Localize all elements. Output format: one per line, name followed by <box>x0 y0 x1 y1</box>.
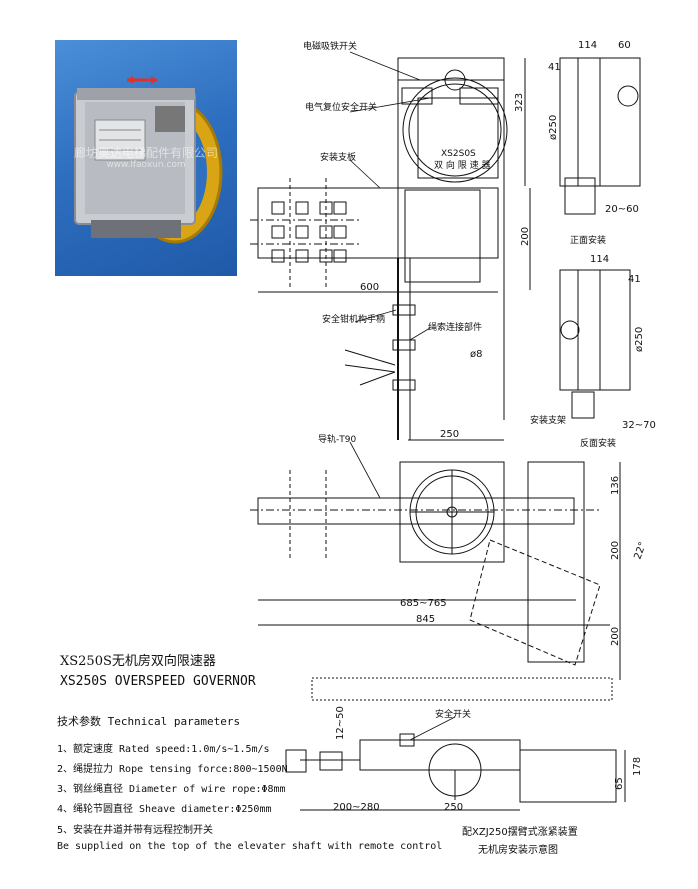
reverse-install-view <box>559 269 631 391</box>
dim-200-mid: 200 <box>520 227 531 246</box>
watermark-text: 廊坊奥达电梯配件有限公司 <box>73 146 218 160</box>
dim-22-deg: 22° <box>632 541 648 561</box>
title-english: XS250S OVERSPEED GOVERNOR <box>60 674 256 689</box>
mount-plate-bolts <box>271 201 347 263</box>
caption-install-diagram: 无机房安装示意图 <box>478 845 558 856</box>
label-front-install: 正面安装 <box>570 234 606 246</box>
dim-845: 845 <box>416 614 435 625</box>
label-electromagnet-switch: 电磁吸铁开关 <box>303 40 357 52</box>
tensioner-housing <box>399 461 505 563</box>
label-safety-switch: 安全开关 <box>435 708 471 720</box>
dim-250-top: ø250 <box>548 115 559 140</box>
nameplate-model: XS2S0S <box>441 149 476 159</box>
governor-sheave-outer <box>402 77 508 183</box>
floor-slab <box>311 677 613 701</box>
dim-685-765: 685~765 <box>400 598 447 609</box>
dim-136: 136 <box>610 476 621 495</box>
label-guide-rail: 导轨-T90 <box>318 433 356 445</box>
label-safety-lever: 安全钳机构手柄 <box>322 313 385 325</box>
dim-12-50: 12~50 <box>335 706 346 740</box>
label-reverse-install: 反面安装 <box>580 437 616 449</box>
dim-41-mid: 41 <box>628 274 641 285</box>
label-electric-reset-switch: 电气复位安全开关 <box>305 101 377 113</box>
governor-hub <box>444 69 466 91</box>
dim-200-280: 200~280 <box>333 802 380 813</box>
bottom-arm <box>359 739 521 771</box>
dim-178: 178 <box>632 757 643 776</box>
dim-250-h: 250 <box>440 429 459 440</box>
nameplate-desc: 双 向 限 速 器 <box>434 159 490 171</box>
dim-41-top: 41 <box>548 62 561 73</box>
dim-200-r: 200 <box>610 541 621 560</box>
dim-250-mid: ø250 <box>634 327 645 352</box>
dim-600: 600 <box>360 282 379 293</box>
governor-sheave-inner <box>408 83 502 177</box>
governor-top-bar <box>397 57 505 81</box>
label-install-bracket: 安装支架 <box>530 414 566 426</box>
counterweight-block <box>527 461 585 663</box>
product-photo: 廊坊奥达电梯配件有限公司 www.lfaoxun.com <box>55 40 237 276</box>
dim-323: 323 <box>514 93 525 112</box>
dim-200-low: 200 <box>610 627 621 646</box>
label-mount-plate: 安装支板 <box>320 151 356 163</box>
dim-114-top: 114 <box>578 40 597 51</box>
mount-plate <box>257 187 499 259</box>
watermark-url: www.lfaoxun.com <box>106 160 186 170</box>
param-item: 5、安装在井道并带有远程控制开关 <box>57 825 214 836</box>
param-item: 2、绳提拉力 Rope tensing force:800~1500N <box>57 764 288 775</box>
param-item: 4、绳轮节圆直径 Sheave diameter:Φ250mm <box>57 804 272 815</box>
dim-114-mid: 114 <box>590 254 609 265</box>
bottom-weight <box>519 749 617 803</box>
tensioner-arm <box>257 497 575 525</box>
param-item: 1、额定速度 Rated speed:1.0m/s~1.5m/s <box>57 744 270 755</box>
dim-20-60: 20~60 <box>605 204 639 215</box>
governor-body <box>417 97 499 179</box>
tech-heading: 技术参数 Technical parameters <box>57 715 241 728</box>
safety-linkage <box>344 304 416 391</box>
dim-65: 65 <box>614 777 625 790</box>
caption-tensioner: 配XZJ250摆臂式涨紧装置 <box>462 827 578 838</box>
dim-32-70: 32~70 <box>622 420 656 431</box>
governor-photo-illustration <box>74 76 223 244</box>
label-rope-connector: 绳索连接部件 <box>428 321 482 333</box>
dim-250-bottom: 250 <box>444 802 463 813</box>
param-item: 3、钢丝绳直径 Diameter of wire rope:Φ8mm <box>57 784 286 795</box>
title-chinese: XS250S无机房双向限速器 <box>60 654 216 669</box>
dim-60: 60 <box>618 40 631 51</box>
dim-8: ø8 <box>470 349 482 360</box>
param-item: Be supplied on the top of the elevater s… <box>57 841 443 852</box>
